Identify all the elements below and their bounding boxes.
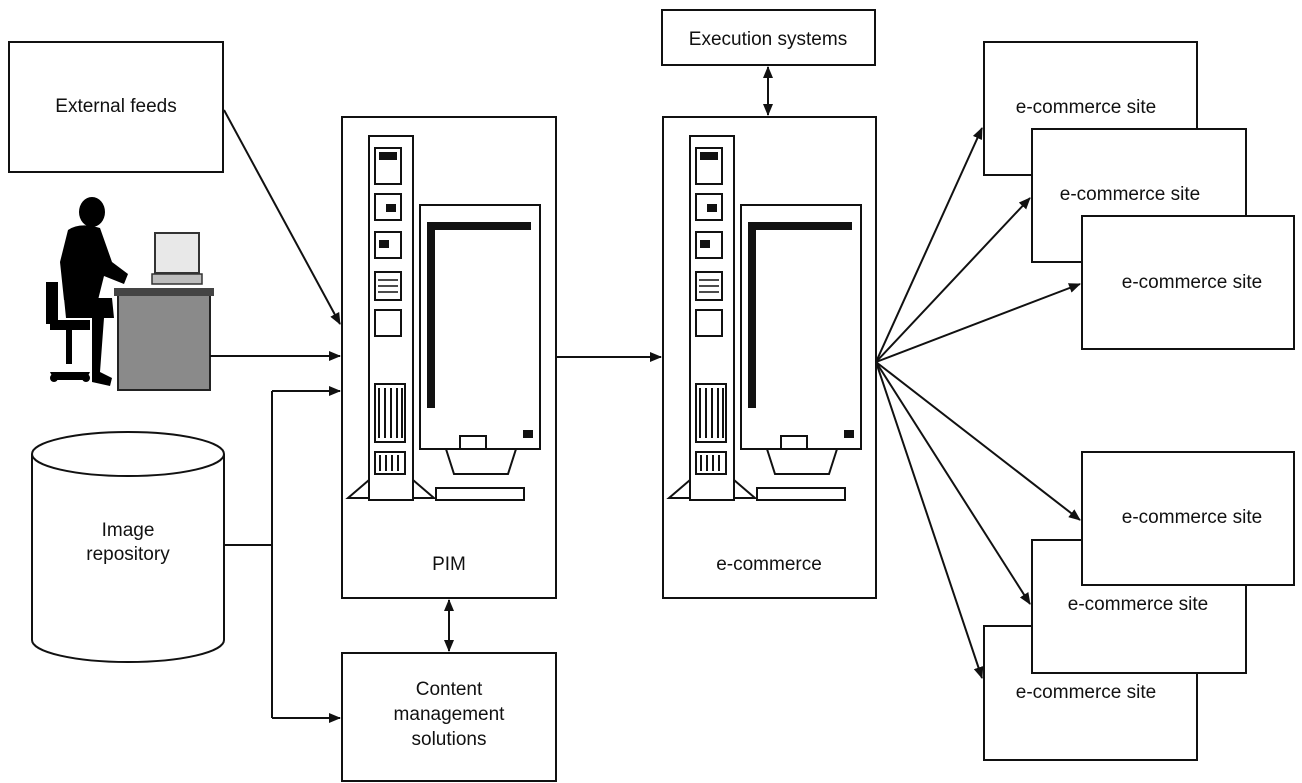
arrow-to-ecommerce-site-5 (876, 362, 1030, 604)
image-repository-label-line1: Image (102, 520, 155, 541)
arrow-to-ecommerce-site-4 (876, 362, 1080, 520)
external-feeds-node: External feeds (9, 42, 223, 172)
execution-systems-label: Execution systems (689, 29, 847, 50)
ecommerce-site-label: e-commerce site (1016, 97, 1156, 118)
connectors (210, 67, 1080, 718)
ecommerce-site-node: e-commerce site (1082, 452, 1294, 585)
arrow-external-feeds-to-pim (224, 110, 340, 324)
ecommerce-site-label: e-commerce site (1122, 507, 1262, 528)
user-at-desk-icon (46, 197, 214, 390)
image-repository-label-line2: repository (86, 544, 170, 565)
ecommerce-site-label: e-commerce site (1016, 682, 1156, 703)
content-management-label-line1: Content (416, 679, 483, 700)
image-repository-node: Image repository (32, 432, 224, 662)
ecommerce-node: e-commerce (663, 117, 876, 598)
ecommerce-site-label: e-commerce site (1068, 594, 1208, 615)
execution-systems-node: Execution systems (662, 10, 875, 65)
ecommerce-label: e-commerce (716, 554, 822, 575)
arrow-to-ecommerce-site-6 (876, 362, 982, 678)
content-management-node: Content management solutions (342, 653, 556, 781)
arrow-to-ecommerce-site-2 (876, 198, 1030, 362)
content-management-label-line3: solutions (412, 729, 487, 750)
ecommerce-site-label: e-commerce site (1060, 184, 1200, 205)
external-feeds-label: External feeds (55, 96, 176, 117)
pim-label: PIM (432, 554, 466, 575)
content-management-label-line2: management (394, 704, 506, 725)
pim-node: PIM (342, 117, 556, 598)
ecommerce-site-label: e-commerce site (1122, 272, 1262, 293)
ecommerce-site-node: e-commerce site (1082, 216, 1294, 349)
